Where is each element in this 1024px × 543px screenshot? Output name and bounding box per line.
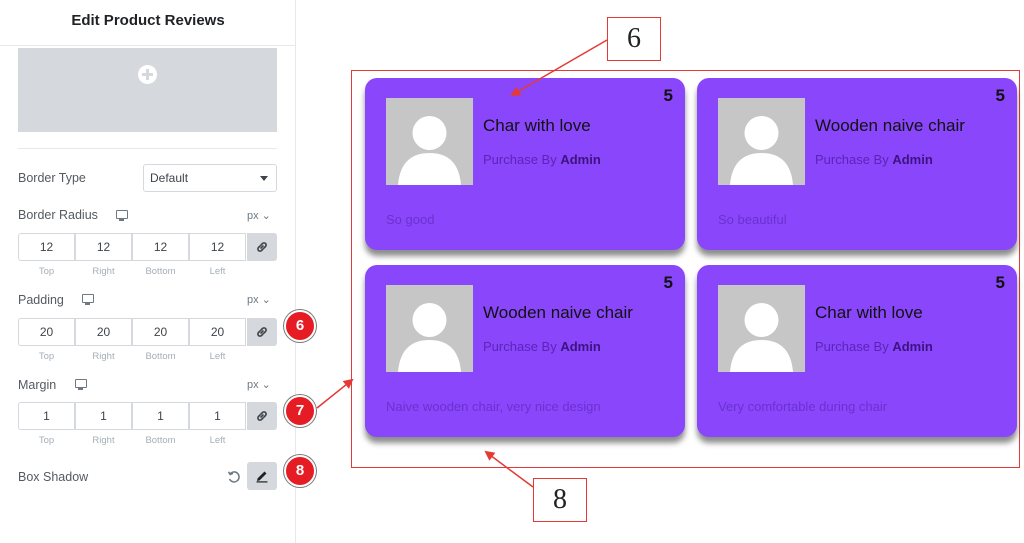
review-rating: 5 xyxy=(995,273,1005,292)
padding-top[interactable]: 20 xyxy=(18,318,75,346)
step-badge: 7 xyxy=(284,395,316,427)
review-title: Char with love xyxy=(815,303,923,322)
dim-label: Bottom xyxy=(145,351,176,362)
border-radius-bottom[interactable]: 12 xyxy=(132,233,189,261)
border-type-label: Border Type xyxy=(18,171,86,185)
review-purchase: Purchase By Admin xyxy=(483,339,601,354)
dim-label: Right xyxy=(92,351,115,362)
padding-label: Padding xyxy=(18,293,64,307)
pencil-icon xyxy=(256,471,268,483)
callout-box: 8 xyxy=(533,478,587,522)
dim-label: Left xyxy=(209,266,226,277)
review-purchase: Purchase By Admin xyxy=(815,152,933,167)
review-text: Naive wooden chair, very nice design xyxy=(386,399,601,414)
margin-left[interactable]: 1 xyxy=(189,402,246,430)
review-card: 5 Wooden naive chair Purchase By Admin N… xyxy=(365,265,685,437)
review-text: So good xyxy=(386,212,435,227)
border-radius-inputs: 12 12 12 12 xyxy=(18,233,277,261)
border-radius-label: Border Radius xyxy=(18,208,98,222)
margin-inputs: 1 1 1 1 xyxy=(18,402,277,430)
user-icon xyxy=(730,303,793,372)
padding-left[interactable]: 20 xyxy=(189,318,246,346)
dim-label: Top xyxy=(38,266,55,277)
arrow-8 xyxy=(484,450,534,488)
review-rating: 5 xyxy=(995,86,1005,105)
step-badge: 6 xyxy=(284,310,316,342)
monitor-icon[interactable] xyxy=(116,210,128,221)
dim-label: Bottom xyxy=(145,266,176,277)
dim-label: Top xyxy=(38,435,55,446)
dim-label: Left xyxy=(209,435,226,446)
link-icon xyxy=(257,327,267,337)
review-rating: 5 xyxy=(663,86,673,105)
user-icon xyxy=(398,303,461,372)
review-card: 5 Char with love Purchase By Admin So go… xyxy=(365,78,685,250)
margin-bottom[interactable]: 1 xyxy=(132,402,189,430)
review-card: 5 Wooden naive chair Purchase By Admin S… xyxy=(697,78,1017,250)
padding-right[interactable]: 20 xyxy=(75,318,132,346)
margin-label: Margin xyxy=(18,378,57,392)
arrow-6 xyxy=(510,39,608,97)
dim-label: Bottom xyxy=(145,435,176,446)
border-radius-right[interactable]: 12 xyxy=(75,233,132,261)
review-text: So beautiful xyxy=(718,212,787,227)
review-purchase: Purchase By Admin xyxy=(483,152,601,167)
link-values-button[interactable] xyxy=(247,318,277,346)
dim-label: Left xyxy=(209,351,226,362)
padding-inputs: 20 20 20 20 xyxy=(18,318,277,346)
link-values-button[interactable] xyxy=(247,233,277,261)
review-rating: 5 xyxy=(663,273,673,292)
margin-unit[interactable]: px ⌄ xyxy=(247,379,271,391)
arrow-7 xyxy=(316,378,354,409)
add-icon[interactable] xyxy=(138,65,157,84)
callout-box: 6 xyxy=(607,17,661,61)
dim-label: Right xyxy=(92,435,115,446)
border-radius-unit[interactable]: px ⌄ xyxy=(247,210,271,222)
chevron-down-icon xyxy=(260,176,268,181)
dim-label: Top xyxy=(38,351,55,362)
review-purchase: Purchase By Admin xyxy=(815,339,933,354)
review-title: Char with love xyxy=(483,116,591,135)
monitor-icon[interactable] xyxy=(82,294,94,305)
monitor-icon[interactable] xyxy=(75,379,87,390)
link-icon xyxy=(257,411,267,421)
avatar xyxy=(386,98,473,185)
step-badge: 8 xyxy=(284,455,316,487)
user-icon xyxy=(730,116,793,185)
settings-panel: Edit Product Reviews Border Type Default… xyxy=(0,0,296,543)
box-shadow-label: Box Shadow xyxy=(18,470,89,484)
padding-bottom[interactable]: 20 xyxy=(132,318,189,346)
link-values-button[interactable] xyxy=(247,402,277,430)
avatar xyxy=(386,285,473,372)
avatar xyxy=(718,98,805,185)
reset-icon[interactable] xyxy=(227,470,241,484)
border-radius-left[interactable]: 12 xyxy=(189,233,246,261)
dim-label: Right xyxy=(92,266,115,277)
avatar xyxy=(718,285,805,372)
margin-right[interactable]: 1 xyxy=(75,402,132,430)
user-icon xyxy=(398,116,461,185)
image-placeholder[interactable] xyxy=(18,48,277,132)
review-card: 5 Char with love Purchase By Admin Very … xyxy=(697,265,1017,437)
border-type-value: Default xyxy=(150,171,189,185)
review-text: Very comfortable during chair xyxy=(718,399,888,414)
review-title: Wooden naive chair xyxy=(815,116,965,135)
link-icon xyxy=(257,242,267,252)
panel-title: Edit Product Reviews xyxy=(0,0,296,46)
border-type-select[interactable]: Default xyxy=(143,164,277,192)
preview-highlight-frame xyxy=(351,70,1020,468)
margin-top[interactable]: 1 xyxy=(18,402,75,430)
review-title: Wooden naive chair xyxy=(483,303,633,322)
box-shadow-edit-button[interactable] xyxy=(247,462,277,490)
border-radius-top[interactable]: 12 xyxy=(18,233,75,261)
padding-unit[interactable]: px ⌄ xyxy=(247,294,271,306)
divider xyxy=(18,148,277,149)
